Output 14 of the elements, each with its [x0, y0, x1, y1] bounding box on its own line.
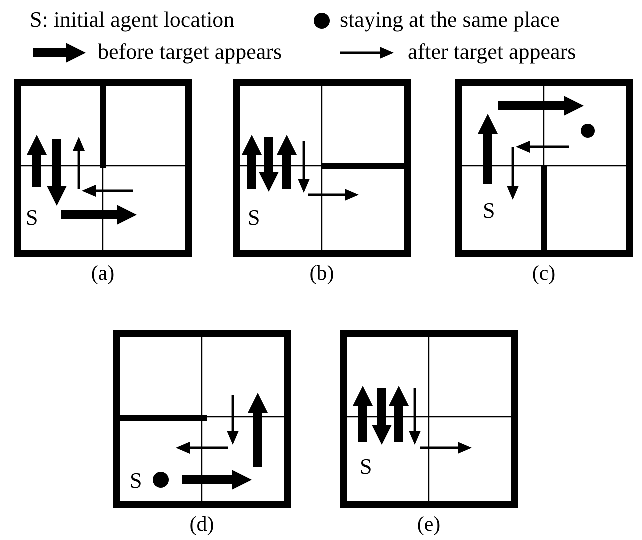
agent-start-letter: S: [248, 207, 260, 229]
agent-start-letter: S: [26, 207, 38, 229]
panel-caption: (c): [531, 262, 557, 284]
panel-caption: (e): [416, 513, 442, 535]
agent-start-letter: S: [360, 456, 372, 478]
legend-text: S: initial agent location: [30, 8, 235, 32]
legend-text: after target appears: [408, 40, 576, 64]
panel-caption: (b): [308, 262, 336, 284]
agent-start-letter: S: [483, 200, 496, 222]
agent-start-letter: S: [130, 470, 142, 492]
legend-text: staying at the same place: [340, 8, 560, 32]
panel-caption: (a): [90, 262, 116, 284]
legend-text: before target appears: [98, 40, 282, 64]
panel-caption: (d): [188, 513, 216, 535]
